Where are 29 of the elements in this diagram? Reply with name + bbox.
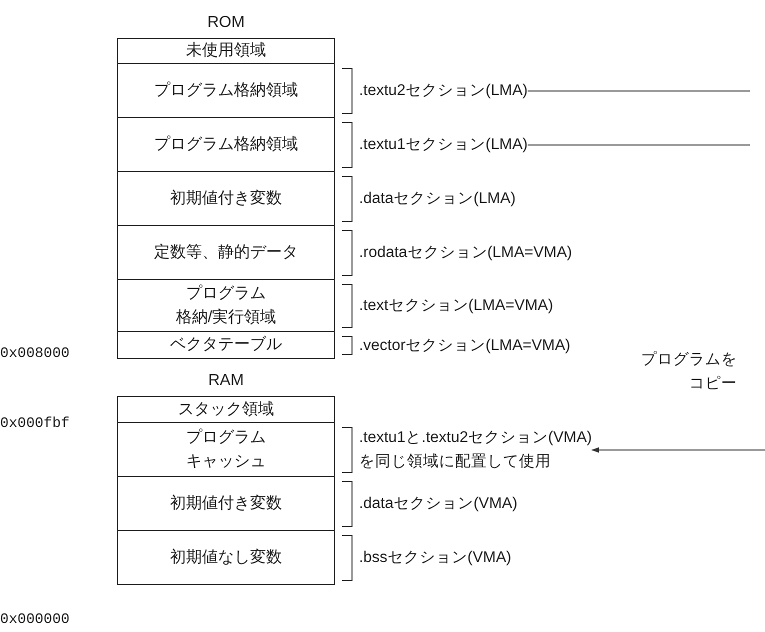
arrow — [591, 447, 765, 453]
line — [527, 90, 750, 92]
memory-region: プログラム格納/実行領域 — [117, 280, 335, 332]
section-note: .textu1セクション(LMA) — [359, 133, 528, 157]
section-note: .rodataセクション(LMA=VMA) — [359, 243, 572, 263]
memory-region: ベクタテーブル — [117, 332, 335, 359]
memory-region: 定数等、静的データ — [117, 226, 335, 280]
section-note: .textu1と.textu2セクション(VMA)を同じ領域に配置して使用 — [359, 426, 592, 474]
memory-region: 初期値付き変数 — [117, 172, 335, 226]
section-note: .dataセクション(LMA) — [359, 189, 516, 209]
section-note: .textセクション(LMA=VMA) — [359, 296, 554, 316]
note-text: プログラムをコピー — [640, 350, 737, 394]
address-label: 0x008000 — [0, 346, 70, 362]
memory-region: プログラム格納領域 — [117, 118, 335, 172]
address-label: 0x000fbf — [0, 416, 70, 432]
section-note: .bssセクション(VMA) — [359, 548, 512, 568]
section-note: .dataセクション(VMA) — [359, 494, 518, 514]
address-label: 0x000000 — [0, 612, 70, 628]
memory-region: プログラム格納領域 — [117, 64, 335, 118]
memory-heading: ROM — [206, 14, 246, 32]
memory-region: 初期値付き変数 — [117, 477, 335, 531]
memory-region: 初期値なし変数 — [117, 531, 335, 585]
memory-region: 未使用領域 — [117, 38, 335, 64]
section-note: .textu2セクション(LMA) — [359, 79, 528, 103]
memory-region: プログラムキャッシュ — [117, 423, 335, 477]
line — [527, 144, 750, 146]
section-note: .vectorセクション(LMA=VMA) — [359, 336, 570, 356]
memory-region: スタック領域 — [117, 396, 335, 423]
memory-heading: RAM — [207, 372, 245, 390]
